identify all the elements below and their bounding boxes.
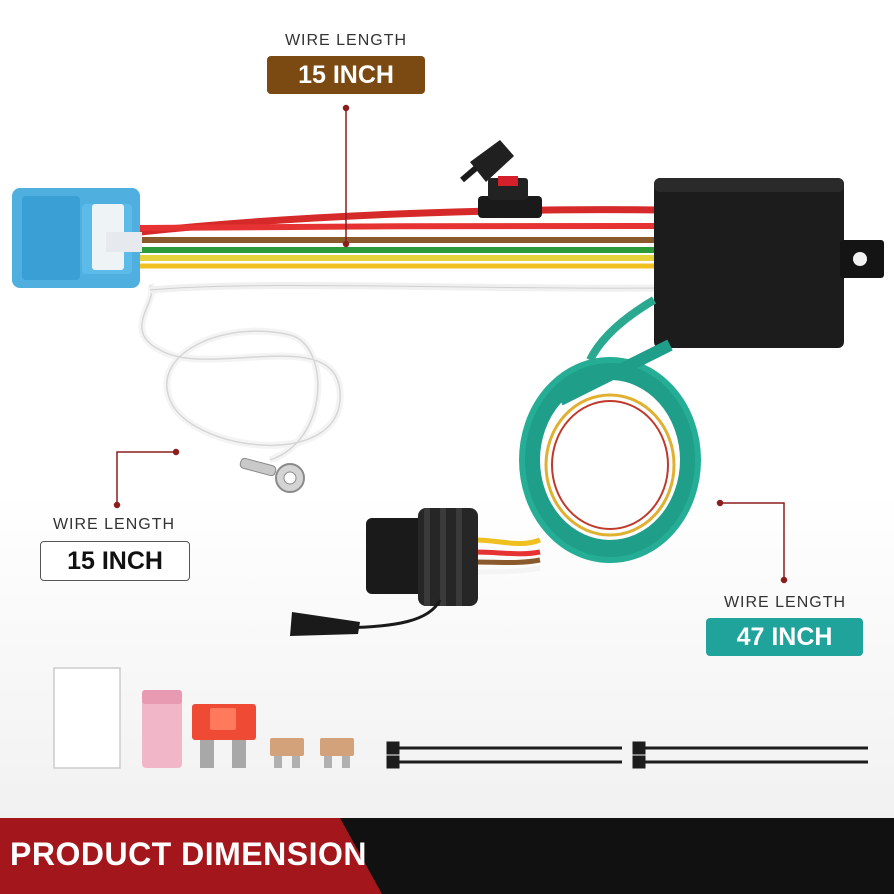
- coiled-wire: [519, 296, 701, 563]
- ring-terminal-icon: [239, 457, 305, 493]
- ground-wire: [138, 281, 661, 464]
- inline-fuse-holder-icon: [460, 140, 542, 218]
- callout-caption: WIRE LENGTH: [52, 516, 176, 533]
- callout-value-badge: 15 INCH: [267, 56, 425, 94]
- converter-box-icon: [654, 178, 884, 348]
- mini-fuse-icon: [270, 738, 354, 768]
- callout-caption: WIRE LENGTH: [723, 594, 847, 611]
- zip-ties-icon: [386, 741, 868, 769]
- callout-lines: [113, 104, 788, 584]
- banner-ribbon: [0, 818, 382, 894]
- red-fuse-icon: [192, 704, 256, 768]
- callout-value-badge: 15 INCH: [40, 541, 190, 581]
- callout-caption: WIRE LENGTH: [284, 32, 408, 49]
- callout-value-badge: 47 INCH: [706, 618, 863, 656]
- pink-fuse-icon: [142, 690, 182, 768]
- harness-wires: [139, 206, 661, 269]
- adhesive-pad-icon: [53, 667, 121, 769]
- banner-label: PRODUCT DIMENSION: [10, 836, 367, 872]
- flat-4-pin-connector-icon: [290, 508, 541, 636]
- blue-connector-icon: [12, 188, 142, 288]
